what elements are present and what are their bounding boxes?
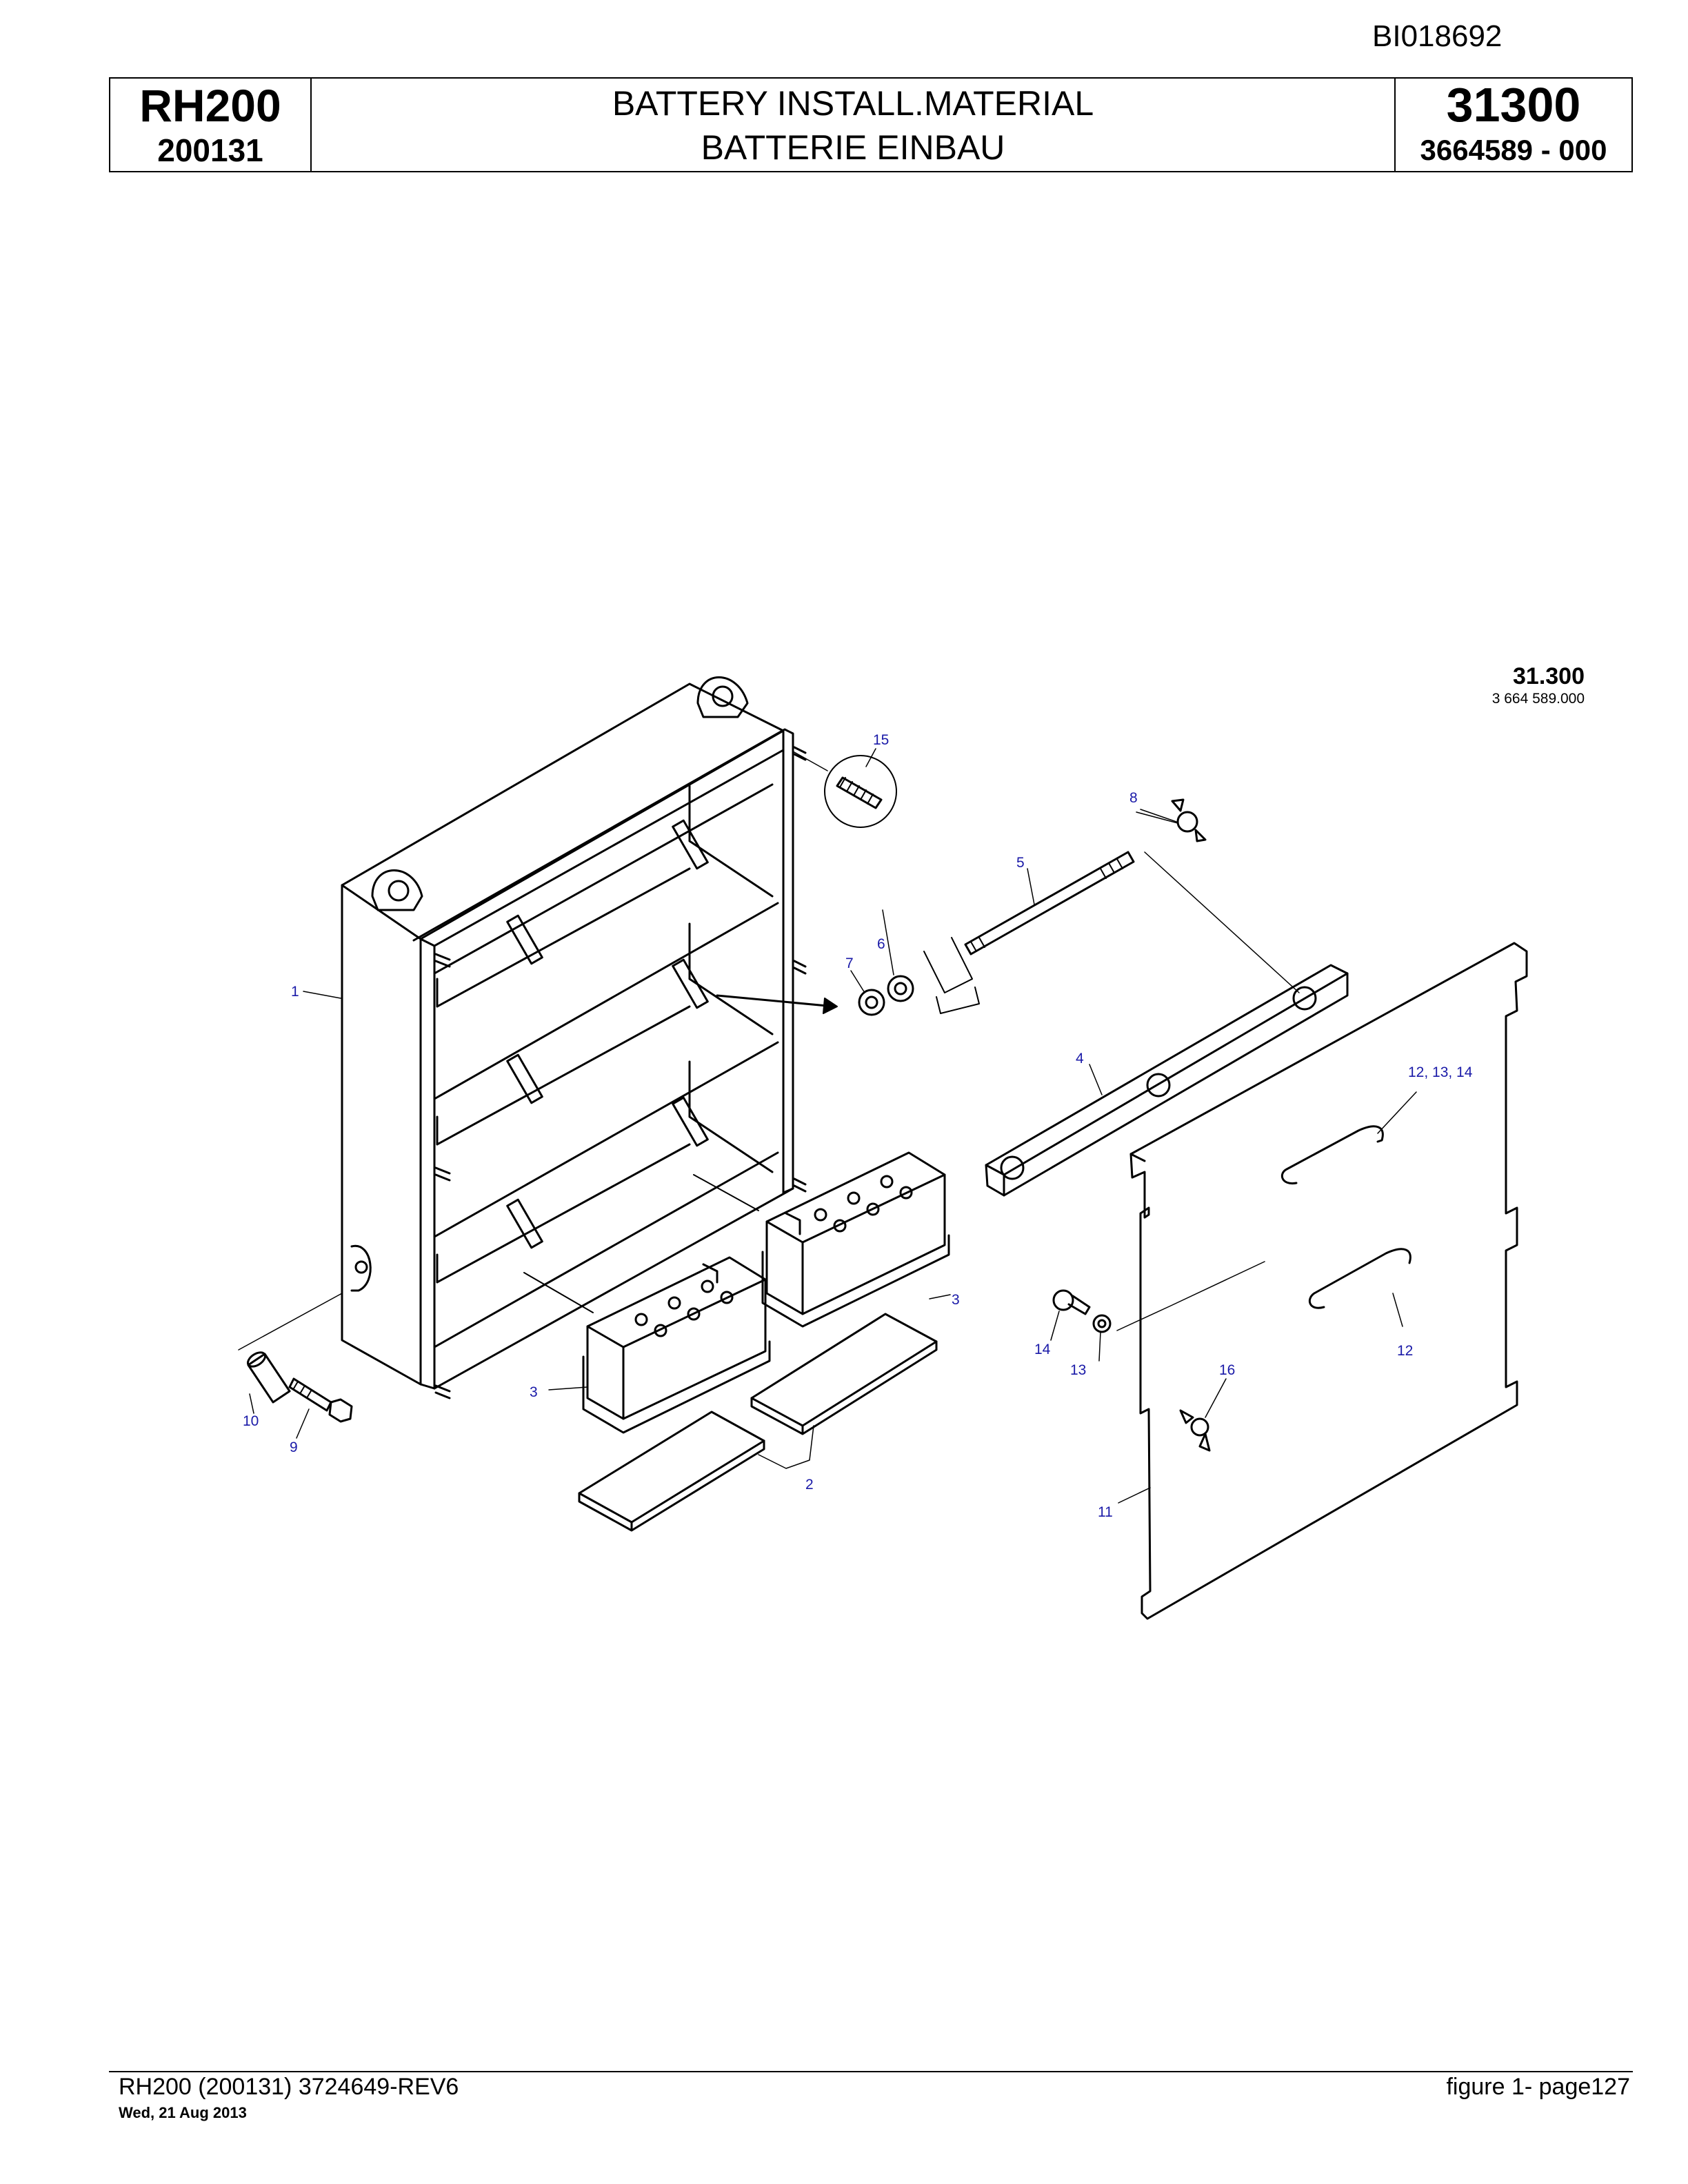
section-number: 31.300 [1513, 663, 1585, 689]
model-name: RH200 [139, 80, 281, 131]
title-english: BATTERY INSTALL.MATERIAL [612, 84, 1094, 123]
callout-12: 12 [1397, 1343, 1413, 1359]
bolt-spacer [238, 1293, 353, 1423]
arrow-line [716, 994, 836, 1008]
section-subtitle: 3 664 589.000 [1491, 691, 1585, 707]
part-number: 3664589 - 000 [1420, 134, 1607, 166]
callout-7: 7 [845, 956, 854, 971]
angle-bar [985, 964, 1349, 1197]
threaded-rod [964, 851, 1135, 956]
callout-6: 6 [877, 936, 885, 952]
leader-lines [249, 748, 1417, 1504]
callout-15: 15 [873, 732, 889, 748]
title-block: RH200 200131 BATTERY INSTALL.MATERIAL BA… [109, 77, 1633, 172]
arrow-head [823, 998, 838, 1014]
cover-plate [1116, 942, 1528, 1620]
leader-rod-bar [1144, 851, 1300, 993]
footer-date: Wed, 21 Aug 2013 [119, 2104, 247, 2121]
bolt-washer [1052, 1289, 1112, 1333]
wing-nut-bottom [1179, 1409, 1211, 1452]
group-number: 31300 [1446, 78, 1581, 132]
callout-8: 8 [1129, 790, 1138, 806]
callout-3a: 3 [952, 1292, 960, 1308]
callout-16: 16 [1219, 1362, 1235, 1378]
nut-washer [858, 937, 980, 1016]
footer-document: RH200 (200131) 3724649-REV6 [119, 2074, 459, 2100]
title-german: BATTERIE EINBAU [701, 128, 1005, 167]
group-cell: 31300 3664589 - 000 [1394, 79, 1631, 171]
battery-right [761, 1151, 950, 1328]
wing-nut-top [1140, 798, 1207, 842]
footer-page: figure 1- page127 [1446, 2074, 1630, 2100]
callout-12-13-14: 12, 13, 14 [1408, 1064, 1473, 1080]
callout-2: 2 [805, 1477, 814, 1493]
callout-13: 13 [1070, 1362, 1086, 1378]
document-id: BI018692 [1372, 19, 1503, 53]
callout-14: 14 [1034, 1342, 1051, 1357]
serial-number: 200131 [157, 132, 263, 168]
callout-5: 5 [1016, 855, 1025, 871]
callout-3b: 3 [530, 1384, 538, 1400]
model-cell: RH200 200131 [110, 79, 312, 171]
callout-1: 1 [291, 984, 299, 1000]
stud-detail [792, 751, 897, 828]
callout-10: 10 [243, 1413, 259, 1429]
battery-left [582, 1256, 771, 1434]
title-cell: BATTERY INSTALL.MATERIAL BATTERIE EINBAU [312, 79, 1394, 171]
rubber-mats [578, 1313, 938, 1532]
footer-rule [109, 2071, 1633, 2072]
battery-box [341, 676, 807, 1399]
callout-4: 4 [1076, 1051, 1084, 1066]
callout-11: 11 [1098, 1504, 1113, 1520]
callout-9: 9 [290, 1439, 298, 1455]
